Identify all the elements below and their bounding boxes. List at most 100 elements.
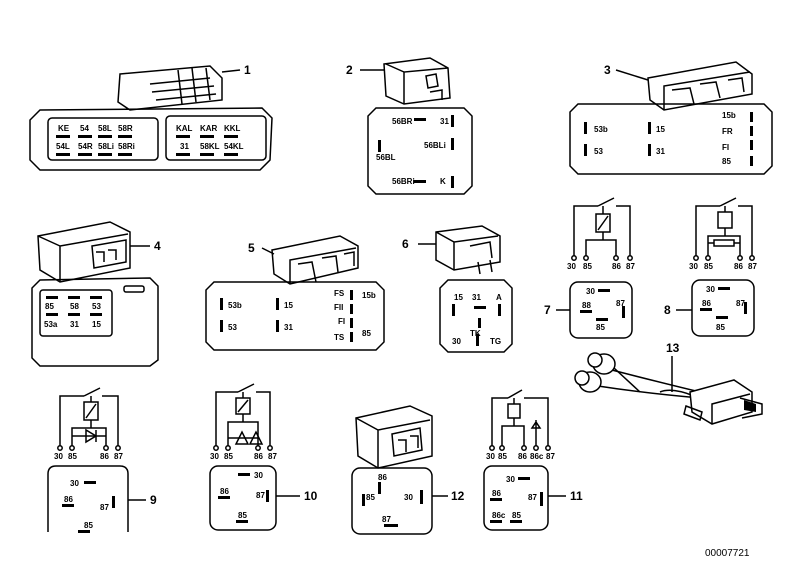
relay-7-group[interactable]: 30 85 86 87 30 88 87 85 7 [544,197,635,339]
relay-8-face [691,279,755,337]
relay-1-right-pins: KAL KAR KKL 31 58KL 54KL [176,124,244,156]
pin-label: FII [334,303,343,312]
pin-label: 87 [616,299,625,308]
pin-label: 31 [656,147,665,156]
relay-3-group[interactable]: 3 53b 15 15b FR FI 53 31 85 [569,61,773,175]
pin-label: 30 [567,262,576,271]
relay-6-face [439,279,513,353]
pin-label: 86 [492,489,501,498]
relay-5-face [205,281,385,351]
callout-8: 8 [664,303,671,317]
relay-2-group[interactable]: 2 56BR 31 56BLi 56BL 56BRi K [346,57,473,195]
pin-label: TS [334,333,345,342]
pin-label: KAL [176,124,193,133]
pin-label: 58 [70,302,79,311]
pin-label: 85 [512,511,521,520]
pin-label: 88 [582,301,591,310]
callout-13: 13 [666,341,680,355]
pin-label: 86c [492,511,506,520]
pin-label: 15 [92,320,101,329]
relay-2-face [367,107,473,195]
pin-label: 15b [722,111,736,120]
pin-label: 85 [68,452,77,461]
pin-label: 85 [716,323,725,332]
pin-label: 30 [210,452,219,461]
pin-label: 30 [689,262,698,271]
pin-label: 85 [596,323,605,332]
pin-label: 87 [268,452,277,461]
relay-5-group[interactable]: 5 53b 15 FS 15b FII FI 53 31 TS 85 [205,235,385,351]
relay-8-group[interactable]: 30 85 86 87 30 86 87 85 8 [664,197,757,337]
pin-label: 30 [486,452,495,461]
pin-label: 30 [70,479,79,488]
pin-label: 58Li [98,142,114,151]
pin-label: 85 [366,493,375,502]
pin-label: 56BLi [424,141,446,150]
pin-label: 30 [54,452,63,461]
pin-label: KE [58,124,70,133]
pin-label: 30 [254,471,263,480]
pin-label: 15b [362,291,376,300]
callout-2: 2 [346,63,353,77]
pin-label: FI [722,143,729,152]
relay-4-group[interactable]: 4 85 58 53 53a 31 15 [31,221,161,367]
pin-label: 54 [80,124,89,133]
pin-label: 86 [612,262,621,271]
callout-11: 11 [570,489,583,503]
callout-9: 9 [150,493,157,507]
relay-11-face [483,465,549,531]
pin-label: FI [338,317,345,326]
pin-label: 58R [118,124,133,133]
pin-label: 30 [506,475,515,484]
relay-12-face [351,467,433,535]
callout-12: 12 [451,489,465,503]
pin-label: 85 [583,262,592,271]
pin-label: 87 [256,491,265,500]
pin-label: 54L [56,142,70,151]
pin-label: 85 [45,302,54,311]
pin-label: KAR [200,124,218,133]
relay-10-group[interactable]: 30 85 86 87 30 86 87 85 10 [209,383,318,531]
pin-label: 85 [722,157,731,166]
pin-label: 87 [546,452,555,461]
wiring-harness-13[interactable]: 13 [574,341,763,425]
pin-label: 85 [224,452,233,461]
pin-label: 85 [84,521,93,530]
pin-label: 86 [378,473,387,482]
pin-label: 85 [704,262,713,271]
pin-label: 30 [586,287,595,296]
pin-label: KKL [224,124,241,133]
pin-label: 85 [498,452,507,461]
pin-label: 87 [114,452,123,461]
relay-1-group[interactable]: 1 KE 54 58L 58R 54L 54R 58Li 58Ri KAL KA… [29,63,273,171]
pin-label: 87 [100,503,109,512]
pin-label: 31 [284,323,293,332]
relay-11-group[interactable]: 30 85 86 86c 87 30 86 87 86c 85 11 [483,389,583,531]
pin-label: 58KL [200,142,220,151]
pin-label: 86 [64,495,73,504]
callout-1: 1 [244,63,251,77]
pin-label: 87 [382,515,391,524]
pin-label: 56BR [392,117,413,126]
relay-12-group[interactable]: 86 85 30 87 12 [351,405,465,535]
pin-label: 31 [472,293,481,302]
pin-label: FS [334,289,345,298]
relay-1-face [29,107,273,171]
pin-label: TK [470,329,481,338]
pin-label: 87 [736,299,745,308]
pin-label: 15 [454,293,463,302]
pin-label: 58Ri [118,142,135,151]
pin-label: 30 [706,285,715,294]
relay-6-group[interactable]: 6 15 31 A TK 30 TG [402,225,513,353]
pin-label: A [496,293,502,302]
pin-label: 53a [44,320,58,329]
relay-9-group[interactable]: 30 85 86 87 30 86 87 85 9 [47,387,157,533]
pin-label: 85 [238,511,247,520]
pin-label: 87 [528,493,537,502]
pin-label: 30 [452,337,461,346]
pin-label: 56BRi [392,177,415,186]
pin-label: 53b [228,301,242,310]
relay-3-face [569,103,773,175]
pin-label: 30 [404,493,413,502]
